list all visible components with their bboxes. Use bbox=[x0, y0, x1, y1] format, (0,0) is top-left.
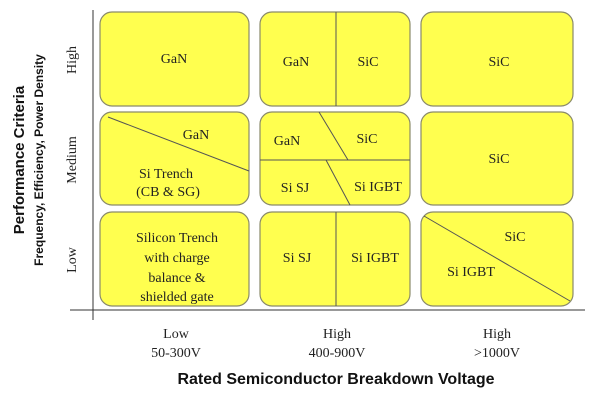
y-axis-subtitle: Frequency, Efficiency, Power Density bbox=[32, 54, 46, 266]
cell-label-line2: with charge bbox=[144, 251, 209, 266]
cell-low-high-voltage: SiC Si IGBT bbox=[420, 211, 574, 307]
cell-divider bbox=[107, 116, 250, 172]
cell-label-line1: Silicon Trench bbox=[136, 231, 218, 246]
cell-label-right: SiC bbox=[357, 55, 378, 70]
cell-label: SiC bbox=[488, 152, 509, 167]
cell-label-bottom-line1: Si Trench bbox=[139, 167, 193, 182]
y-axis-title: Performance Criteria bbox=[11, 85, 28, 234]
y-level-low: Low bbox=[65, 246, 80, 273]
cell-divider-bottom bbox=[325, 159, 351, 206]
x-level-mid-name: High bbox=[323, 327, 351, 342]
cell-high-mid-voltage: GaN SiC bbox=[259, 11, 411, 107]
cell-divider-top bbox=[318, 111, 349, 161]
cell-low-mid-voltage: Si SJ Si IGBT bbox=[259, 211, 411, 307]
cell-label-right: Si IGBT bbox=[351, 251, 399, 266]
cell-label-line3: balance & bbox=[148, 271, 205, 286]
x-level-high-range: >1000V bbox=[474, 346, 520, 361]
cell-medium-high-voltage: SiC bbox=[420, 111, 574, 206]
x-level-low-range: 50-300V bbox=[151, 346, 201, 361]
y-level-medium: Medium bbox=[65, 136, 80, 184]
x-level-low-name: Low bbox=[163, 327, 190, 342]
cell-label-top: SiC bbox=[504, 230, 525, 245]
cell-label-left: Si SJ bbox=[283, 251, 312, 266]
cell-label-bottom-left: Si SJ bbox=[281, 181, 310, 196]
cell-high-high-voltage: SiC bbox=[420, 11, 574, 107]
cell-label-bottom-line2: (CB & SG) bbox=[136, 185, 200, 200]
cell-label: SiC bbox=[488, 55, 509, 70]
cell-label-bottom-right: Si IGBT bbox=[354, 180, 402, 195]
cell-low-low-voltage: Silicon Trench with charge balance & shi… bbox=[99, 211, 250, 307]
cell-label-left: GaN bbox=[283, 55, 309, 70]
y-level-high: High bbox=[65, 46, 80, 74]
cell-label: GaN bbox=[161, 52, 187, 67]
cell-label-bottom: Si IGBT bbox=[447, 265, 495, 280]
cell-label-top: GaN bbox=[183, 128, 209, 143]
cell-medium-mid-voltage: GaN SiC Si SJ Si IGBT bbox=[259, 111, 411, 206]
cell-label-line4: shielded gate bbox=[140, 290, 213, 305]
cell-high-low-voltage: GaN bbox=[99, 11, 250, 107]
cell-label-top-left: GaN bbox=[274, 134, 300, 149]
cell-label-top-right: SiC bbox=[356, 132, 377, 147]
x-level-high-name: High bbox=[483, 327, 511, 342]
cell-medium-low-voltage: GaN Si Trench (CB & SG) bbox=[99, 111, 250, 206]
cell-divider bbox=[423, 215, 571, 302]
x-level-mid-range: 400-900V bbox=[309, 346, 366, 361]
x-axis-title: Rated Semiconductor Breakdown Voltage bbox=[177, 371, 494, 388]
